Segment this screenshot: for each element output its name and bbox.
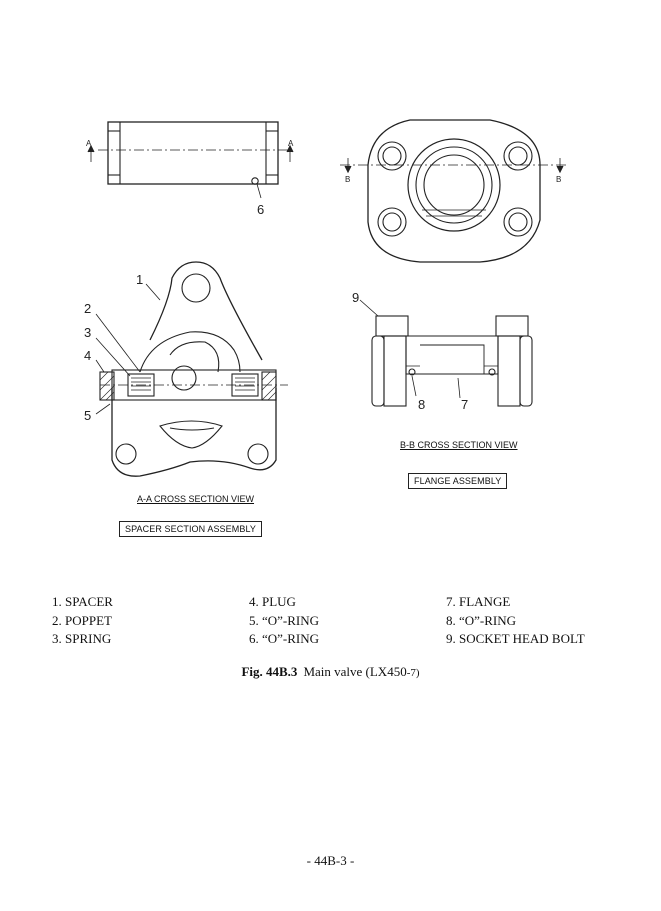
part-7: 7. FLANGE <box>446 594 511 609</box>
section-mark-b-left: B <box>345 175 350 184</box>
callout-4: 4 <box>84 348 91 363</box>
callout-6: 6 <box>257 202 264 217</box>
part-6: 6. “O”-RING <box>249 631 320 646</box>
figure-caption: Fig. 44B.3 Main valve (LX450-7) <box>0 664 661 680</box>
part-8: 8. “O”-RING <box>446 612 517 628</box>
callout-8: 8 <box>418 397 425 412</box>
spacer-side-view <box>87 121 294 199</box>
spacer-cross-section <box>99 261 288 477</box>
parts-list: 1. SPACER 4. PLUG 7. FLANGE 2. POPPET 5.… <box>52 593 632 649</box>
bb-section-caption: B-B CROSS SECTION VIEW <box>400 440 518 450</box>
page-number: - 44B-3 - <box>306 853 355 868</box>
section-mark-a-right: A <box>288 139 294 148</box>
callout-3: 3 <box>84 325 91 340</box>
figure-title: Main valve (LX450 <box>303 664 407 679</box>
flange-cross-section <box>371 315 533 407</box>
callout-5: 5 <box>84 408 91 423</box>
technical-drawing: A A 6 B B <box>84 119 568 477</box>
figure-number: Fig. 44B.3 <box>241 664 298 679</box>
part-3: 3. SPRING <box>52 631 112 646</box>
flange-assembly-box: FLANGE ASSEMBLY <box>408 473 508 489</box>
aa-section-caption: A-A CROSS SECTION VIEW <box>137 494 255 504</box>
section-mark-b-right: B <box>556 175 561 184</box>
spacer-assembly-box: SPACER SECTION ASSEMBLY <box>119 521 263 537</box>
part-5: 5. “O”-RING <box>249 612 320 628</box>
callout-1: 1 <box>136 272 143 287</box>
callout-9: 9 <box>352 290 359 305</box>
part-9: 9. SOCKET HEAD BOLT <box>446 631 585 646</box>
flange-plan-view <box>340 119 568 263</box>
callout-7: 7 <box>461 397 468 412</box>
figure-title-suffix: -7) <box>406 667 420 679</box>
part-1: 1. SPACER <box>52 594 113 609</box>
callout-2: 2 <box>84 301 91 316</box>
section-mark-a-left: A <box>86 139 92 148</box>
part-2: 2. POPPET <box>52 612 112 628</box>
part-4: 4. PLUG <box>249 594 296 609</box>
